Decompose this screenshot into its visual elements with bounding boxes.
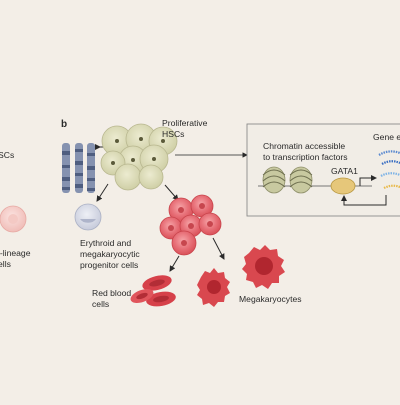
proliferative-hscs-label-2: HSCs <box>162 129 184 139</box>
panel-b-letter: b <box>61 119 67 130</box>
megakaryocyte-small <box>197 268 230 307</box>
proliferative-hscs-label-1: Proliferative <box>162 118 208 128</box>
megakaryocytes-label: Megakaryocytes <box>239 294 302 304</box>
red-blood-cells <box>130 275 176 307</box>
left-lineage-cell <box>0 205 27 233</box>
lymphoid-cell <box>74 203 102 231</box>
gata1-factor <box>330 177 356 195</box>
progenitor-label-3: progenitor cells <box>80 260 138 270</box>
hsc-to-lymphoid-arrow <box>96 183 109 202</box>
transcription-start-arrow <box>359 175 377 186</box>
nucleosome-1 <box>262 166 286 194</box>
progenitor-to-rbc-arrow <box>169 255 180 272</box>
gene-expression-fragment-label: Gene e <box>373 132 400 142</box>
left-lineage-fragment-label-1: l-lineage <box>0 248 31 258</box>
megakaryocyte-large <box>242 245 285 289</box>
chromatin-label-2: to transcription factors <box>263 152 348 162</box>
progenitor-cluster <box>159 194 222 256</box>
left-lineage-fragment-label-2: ells <box>0 259 11 269</box>
chromatin-inset-panel: Chromatin accessible to transcription fa… <box>246 123 400 217</box>
gata1-label: GATA1 <box>331 166 358 176</box>
rbc-label-1: Red blood <box>92 288 131 298</box>
feedback-loop-arrow <box>341 195 387 206</box>
progenitor-label-1: Erythroid and <box>80 238 131 248</box>
hsc-cluster <box>100 123 178 191</box>
chromatin-label-1: Chromatin accessible <box>263 141 345 151</box>
chromosomes-icon <box>62 143 95 193</box>
hsc-to-progenitor-arrow <box>164 184 179 201</box>
rna-transcripts <box>378 150 400 189</box>
progenitor-label-2: megakaryocytic <box>80 249 140 259</box>
progenitor-to-megakaryocyte-arrow <box>212 237 225 260</box>
left-hscs-fragment-label: SCs <box>0 150 14 160</box>
nucleosome-2 <box>289 166 313 194</box>
rbc-label-2: cells <box>92 299 109 309</box>
